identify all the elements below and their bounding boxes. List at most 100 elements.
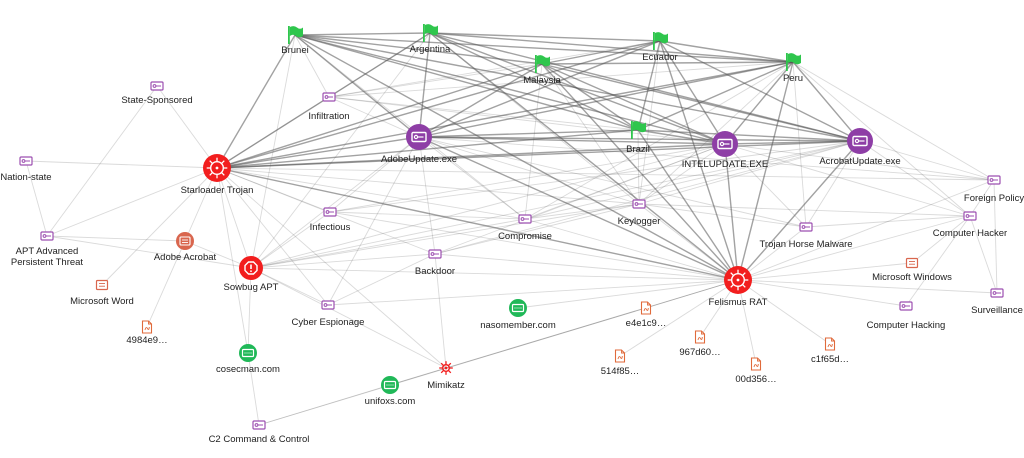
node-brazil[interactable]: Brazil — [626, 121, 650, 155]
node-cyber-espionage[interactable]: Cyber Espionage — [292, 300, 365, 328]
domain-badge-icon — [239, 344, 257, 362]
edge-sowbug-mimikatz — [250, 267, 447, 369]
edge-keylogger-trojan_horse — [638, 203, 807, 228]
edge-foreign_policy-surveillance — [993, 179, 998, 294]
flag-icon — [653, 32, 668, 50]
flag-icon — [288, 26, 303, 44]
node-nasomember[interactable]: nasomember.com — [480, 299, 556, 331]
edge-sowbug-infectious — [250, 211, 331, 269]
node-label: Surveillance — [971, 305, 1023, 316]
edge-malaysia-brazil — [541, 63, 639, 131]
node-starloader[interactable]: Starloader Trojan — [181, 154, 254, 196]
edge-adobeupdate-infectious — [329, 136, 420, 213]
node-hc1f6[interactable]: c1f65d… — [811, 337, 849, 365]
edge-brazil-starloader — [216, 129, 639, 169]
edge-ecuador-felismus — [659, 40, 739, 281]
node-peru[interactable]: Peru — [783, 53, 803, 84]
node-label: Peru — [783, 73, 803, 84]
node-he4e1[interactable]: e4e1c9… — [626, 301, 667, 329]
node-malaysia[interactable]: Malaysia — [523, 55, 561, 86]
edge-felismus-he4e1 — [645, 279, 739, 309]
file-icon — [640, 301, 652, 315]
node-trojan-horse[interactable]: Trojan Horse Malware — [759, 222, 853, 250]
tag-icon — [632, 199, 646, 209]
edge-nation_state-starloader — [25, 160, 218, 169]
node-state-sponsored[interactable]: State-Sponsored — [121, 81, 193, 106]
node-label: e4e1c9… — [626, 318, 667, 329]
node-compromise[interactable]: Compromise — [498, 214, 552, 242]
node-label: INTELUPDATE.EXE — [682, 159, 768, 170]
edge-peru-infiltration — [328, 61, 794, 98]
edge-acrobatupdate-foreign_policy — [859, 140, 995, 181]
edge-infectious-compromise — [329, 211, 526, 220]
node-felismus[interactable]: Felismus RAT — [709, 266, 768, 308]
node-argentina[interactable]: Argentina — [410, 24, 451, 55]
node-label: c1f65d… — [811, 354, 849, 365]
edge-starloader-keylogger — [216, 167, 640, 205]
node-infectious[interactable]: Infectious — [310, 207, 351, 233]
edge-starloader-infectious — [216, 167, 331, 213]
node-ms-windows[interactable]: Microsoft Windows — [872, 257, 952, 284]
edge-adobe_acrobat-h4984 — [146, 240, 186, 328]
software-icon — [95, 279, 109, 291]
node-h514f[interactable]: 514f85… — [601, 349, 640, 377]
node-adobe-acrobat[interactable]: Adobe Acrobat — [154, 232, 217, 263]
node-label: Adobe Acrobat — [154, 252, 217, 263]
node-ecuador[interactable]: Ecuador — [642, 32, 678, 63]
edge-malaysia-intelupdate — [541, 63, 726, 145]
node-surveillance[interactable]: Surveillance — [971, 288, 1023, 316]
tag-icon — [899, 301, 913, 311]
edge-felismus-unifoxs — [389, 279, 739, 386]
node-h00d3[interactable]: 00d356… — [735, 357, 777, 385]
node-h967d[interactable]: 967d60… — [679, 330, 721, 358]
edge-brunei-argentina — [294, 32, 431, 36]
node-nation-state[interactable]: Nation-state — [0, 156, 52, 183]
node-c2[interactable]: C2 Command & Control — [209, 420, 310, 445]
edge-felismus-keylogger — [638, 203, 739, 281]
edge-intelupdate-foreign_policy — [724, 143, 995, 181]
edge-backdoor-keylogger — [434, 203, 640, 255]
node-adobeupdate[interactable]: AdobeUpdate.exe — [381, 124, 457, 165]
node-brunei[interactable]: Brunei — [281, 26, 309, 56]
node-keylogger[interactable]: Keylogger — [618, 199, 661, 227]
node-intelupdate[interactable]: INTELUPDATE.EXE — [682, 131, 768, 170]
node-mimikatz[interactable]: Mimikatz — [427, 361, 465, 391]
node-sowbug[interactable]: Sowbug APT — [224, 256, 279, 293]
edge-acrobatupdate-keylogger — [638, 140, 861, 205]
node-label: Starloader Trojan — [181, 185, 254, 196]
node-label: AcrobatUpdate.exe — [819, 156, 900, 167]
edge-starloader-felismus — [216, 167, 739, 281]
edge-argentina-ecuador — [429, 32, 661, 42]
file-icon — [614, 349, 626, 363]
edge-malaysia-infiltration — [328, 63, 543, 98]
node-infiltration[interactable]: Infiltration — [308, 92, 350, 122]
node-h4984[interactable]: 4984e9… — [126, 320, 168, 346]
edge-brunei-compromise — [294, 34, 526, 220]
edge-argentina-sowbug — [250, 32, 431, 269]
node-label: State-Sponsored — [121, 95, 192, 106]
node-foreign-policy[interactable]: Foreign Policy — [964, 175, 1024, 204]
node-computer-hacker[interactable]: Computer Hacker — [933, 211, 1007, 239]
node-backdoor[interactable]: Backdoor — [415, 249, 455, 277]
edge-brunei-brazil — [294, 34, 639, 131]
node-computer-hacking[interactable]: Computer Hacking — [867, 301, 946, 331]
tag-icon — [987, 175, 1001, 185]
tag-icon — [518, 214, 532, 224]
alert-icon — [244, 261, 258, 275]
edge-adobeupdate-felismus — [418, 136, 739, 281]
node-ms-word[interactable]: Microsoft Word — [70, 279, 134, 308]
edge-brazil-infiltration — [328, 96, 639, 131]
node-label: Felismus RAT — [709, 297, 768, 308]
node-cosecman[interactable]: cosecman.com — [216, 344, 280, 375]
node-label: Foreign Policy — [964, 193, 1024, 204]
node-label: Argentina — [410, 44, 451, 55]
edge-starloader-ms_word — [101, 167, 218, 286]
node-acrobatupdate[interactable]: AcrobatUpdate.exe — [819, 128, 901, 167]
edge-adobeupdate-trojan_horse — [418, 136, 807, 228]
node-label: Nation-state — [0, 172, 51, 183]
edge-peru-starloader — [216, 61, 794, 169]
node-unifoxs[interactable]: unifoxs.com — [365, 376, 416, 407]
